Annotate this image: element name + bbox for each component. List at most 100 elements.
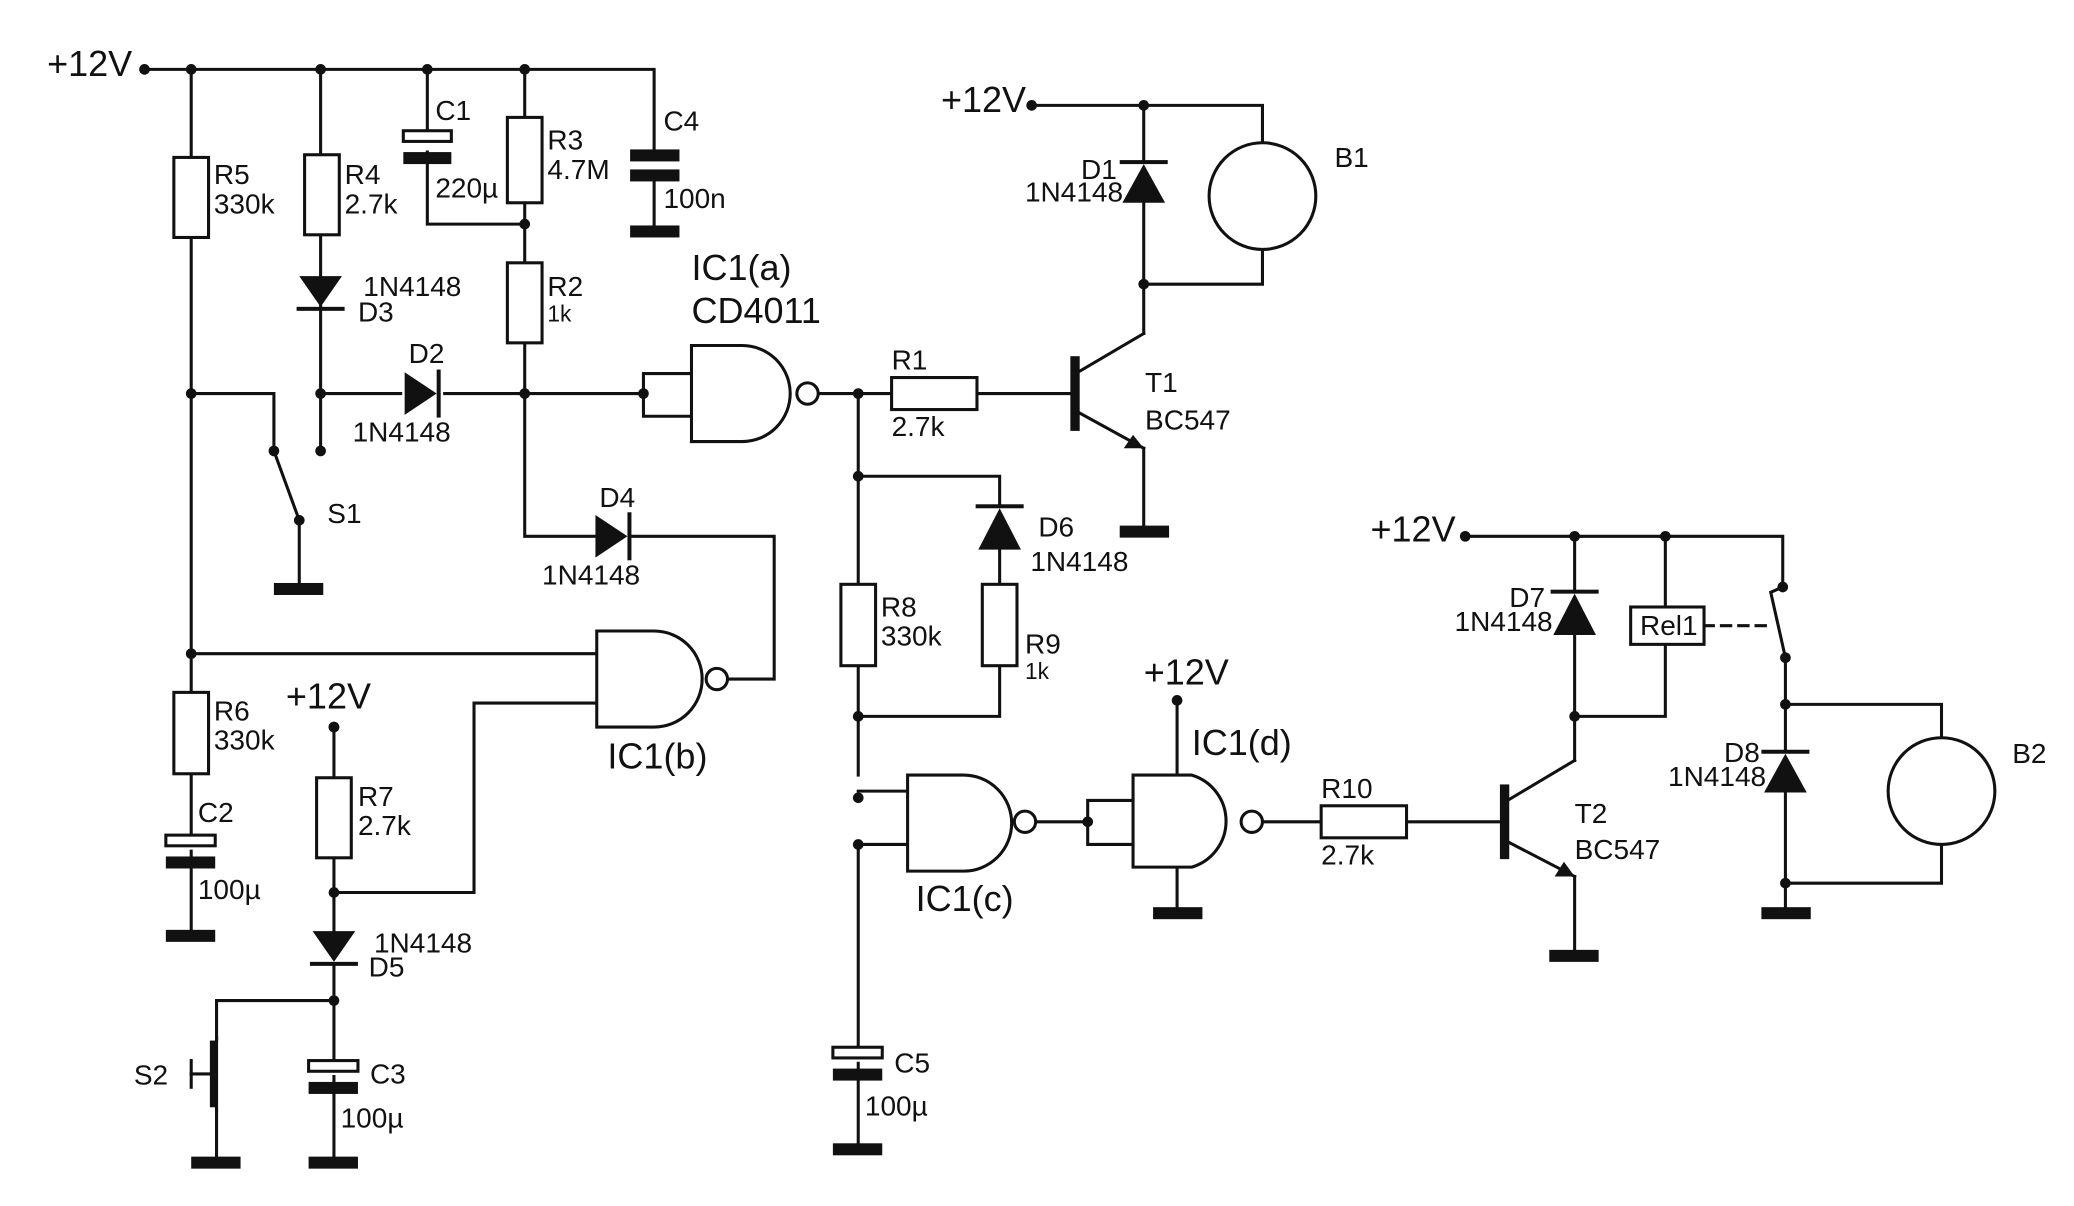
diode-D2-part: 1N4148 xyxy=(353,417,451,448)
relay-Rel1-label: Rel1 xyxy=(1640,610,1698,641)
switch-S1: S1 xyxy=(271,448,362,529)
switch-S1-label: S1 xyxy=(327,498,361,529)
transistor-T1: T1 BC547 xyxy=(1070,331,1231,451)
supply-label-1: +12V xyxy=(47,43,132,84)
ic1d-name: IC1(d) xyxy=(1192,722,1292,763)
resistor-R1-ref: R1 xyxy=(892,345,928,376)
resistor-R10-ref: R10 xyxy=(1321,773,1372,804)
resistor-R7: R7 2.7k xyxy=(315,776,412,860)
transistor-T2-ref: T2 xyxy=(1575,798,1608,829)
capacitor-C4-ref: C4 xyxy=(663,106,699,137)
diode-D8-ref: D8 xyxy=(1724,737,1760,768)
ground-symbols xyxy=(165,225,1811,1169)
diode-D5-ref: D5 xyxy=(369,952,405,983)
resistor-R3-value: 4.7M xyxy=(547,154,609,185)
resistor-R1-value: 2.7k xyxy=(892,411,946,442)
ic1b-name: IC1(b) xyxy=(607,735,707,776)
capacitor-C4: C4 100n xyxy=(630,106,726,214)
supply-label-2: +12V xyxy=(941,79,1026,120)
diode-D3-ref: D3 xyxy=(358,297,394,328)
resistor-R4: R4 2.7k xyxy=(303,153,399,237)
diode-D4: D4 1N4148 xyxy=(542,482,640,590)
pushbutton-S2: S2 xyxy=(134,1036,219,1112)
load-B1-label: B1 xyxy=(1334,142,1368,173)
diode-D1: D1 1N4148 xyxy=(1025,154,1168,207)
resistor-R9: R9 1k xyxy=(980,582,1061,684)
diode-D8: D8 1N4148 xyxy=(1668,737,1810,793)
capacitor-C5: C5 100µ xyxy=(831,1045,930,1121)
resistor-R5-ref: R5 xyxy=(214,159,250,190)
resistor-R7-ref: R7 xyxy=(358,781,394,812)
diode-D8-part: 1N4148 xyxy=(1668,761,1766,792)
load-B2: B2 xyxy=(1886,736,2046,847)
resistor-R8-ref: R8 xyxy=(881,591,917,622)
ic1a-part: CD4011 xyxy=(691,290,820,331)
capacitor-C2-value: 100µ xyxy=(198,874,261,905)
diode-D5: 1N4148 D5 xyxy=(309,928,472,983)
capacitor-C3-value: 100µ xyxy=(341,1102,404,1133)
capacitor-C5-value: 100µ xyxy=(865,1090,928,1121)
resistor-R9-value: 1k xyxy=(1025,658,1050,684)
diode-D3-part: 1N4148 xyxy=(363,271,461,302)
resistor-R2-value: 1k xyxy=(547,301,572,327)
nand-gate-IC1b: IC1(b) xyxy=(595,629,730,776)
diode-D5-part: 1N4148 xyxy=(374,928,472,959)
nand-gate-IC1d: IC1(d) xyxy=(1131,722,1292,869)
resistor-R8: R8 330k xyxy=(839,582,943,668)
diode-D6: D6 1N4148 xyxy=(975,504,1128,577)
diode-D1-ref: D1 xyxy=(1081,154,1117,185)
resistor-R3: R3 4.7M xyxy=(505,115,610,205)
capacitor-C1-ref: C1 xyxy=(435,95,471,126)
diode-D6-ref: D6 xyxy=(1038,511,1074,542)
resistor-R6: R6 330k xyxy=(172,690,276,776)
capacitor-C4-value: 100n xyxy=(663,183,725,214)
supply-label-4: +12V xyxy=(1144,651,1229,692)
load-B2-label: B2 xyxy=(2012,738,2046,769)
resistor-R6-value: 330k xyxy=(214,725,276,756)
resistor-R4-value: 2.7k xyxy=(345,188,399,219)
transistor-T1-ref: T1 xyxy=(1145,367,1178,398)
ic1c-name: IC1(c) xyxy=(916,878,1014,919)
capacitor-C2-ref: C2 xyxy=(198,797,234,828)
load-B1: B1 xyxy=(1207,141,1369,252)
capacitor-C5-ref: C5 xyxy=(894,1048,930,1079)
supply-label-3: +12V xyxy=(286,675,371,716)
relay-Rel1: Rel1 xyxy=(1629,584,1788,660)
transistor-T2-part: BC547 xyxy=(1575,834,1661,865)
diode-D7-part: 1N4148 xyxy=(1455,606,1553,637)
resistor-R10-value: 2.7k xyxy=(1321,839,1375,870)
resistor-R3-ref: R3 xyxy=(547,124,583,155)
nand-gate-IC1a: IC1(a) CD4011 xyxy=(689,247,821,444)
diode-D3: 1N4148 D3 xyxy=(296,271,461,328)
capacitor-C1: C1 220µ xyxy=(401,95,498,203)
resistor-R4-ref: R4 xyxy=(345,159,381,190)
diode-D6-part: 1N4148 xyxy=(1030,546,1128,577)
capacitor-C1-value: 220µ xyxy=(435,172,498,203)
diode-D4-ref: D4 xyxy=(599,482,635,513)
capacitor-C3: C3 100µ xyxy=(307,1058,406,1133)
resistor-R9-ref: R9 xyxy=(1025,629,1061,660)
resistor-R8-value: 330k xyxy=(881,621,943,652)
supply-label-5: +12V xyxy=(1371,509,1456,550)
capacitor-C2: C2 100µ xyxy=(164,797,261,905)
diode-D7-ref: D7 xyxy=(1509,582,1545,613)
diode-D7: D7 1N4148 xyxy=(1455,582,1599,637)
diode-D4-part: 1N4148 xyxy=(542,559,640,590)
diode-D1-part: 1N4148 xyxy=(1025,176,1123,207)
resistor-R7-value: 2.7k xyxy=(358,810,412,841)
transistor-T2: T2 BC547 xyxy=(1499,758,1661,879)
resistor-R1: R1 2.7k xyxy=(890,345,979,442)
ic1a-name: IC1(a) xyxy=(691,247,791,288)
capacitor-C3-ref: C3 xyxy=(370,1058,406,1089)
nand-gate-IC1c: IC1(c) xyxy=(906,773,1038,919)
diode-D2-ref: D2 xyxy=(409,338,445,369)
resistor-R10: R10 2.7k xyxy=(1319,773,1409,870)
resistor-R6-ref: R6 xyxy=(214,695,250,726)
resistor-R2-ref: R2 xyxy=(547,271,583,302)
resistor-R5-value: 330k xyxy=(214,188,276,219)
transistor-T1-part: BC547 xyxy=(1145,405,1231,436)
resistor-R5: R5 330k xyxy=(172,155,276,239)
supply-terminals: +12V +12V +12V +12V +12V xyxy=(47,43,1456,733)
diode-D2: D2 1N4148 xyxy=(353,338,451,448)
